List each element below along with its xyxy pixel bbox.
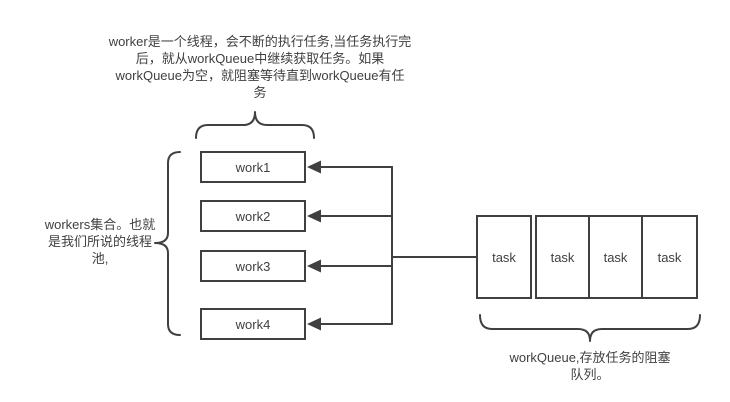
task-label: task [603, 249, 628, 265]
note-line: worker是一个线程，会不断的执行任务,当任务执行完 [108, 34, 412, 49]
note-line: workers集合。也就 [44, 217, 156, 232]
worker-label: work2 [235, 208, 271, 224]
arrowhead-work3-icon [307, 259, 321, 273]
worker-box-4: work4 [200, 308, 306, 340]
workqueue-note: workQueue,存放任务的阻塞 队列。 [470, 349, 710, 383]
note-line: workQueue,存放任务的阻塞 [509, 350, 671, 365]
arrowhead-work1-icon [307, 160, 321, 174]
task-box-2: task [535, 215, 590, 299]
worker-box-2: work2 [200, 200, 306, 232]
note-line: 是我们所说的线程 [47, 234, 152, 249]
note-line: 后，就从workQueue中继续获取任务。如果 [135, 51, 385, 66]
task-label: task [492, 249, 516, 265]
note-line: workQueue为空，就阻塞等待直到workQueue有任 [115, 68, 405, 83]
arrowhead-work2-icon [307, 209, 321, 223]
arrowhead-work4-icon [307, 317, 321, 331]
worker-label: work1 [235, 159, 271, 175]
note-line: 务 [253, 85, 267, 100]
worker-label: work3 [235, 258, 271, 274]
task-box-1: task [476, 215, 532, 299]
task-box-4: task [641, 215, 698, 299]
worker-box-3: work3 [200, 250, 306, 282]
task-label: task [657, 249, 682, 265]
note-line: 池, [91, 251, 109, 266]
task-box-3: task [588, 215, 643, 299]
workers-collection-note: workers集合。也就 是我们所说的线程 池, [30, 216, 170, 267]
note-line: 队列。 [570, 367, 610, 382]
underbrace-icon [479, 314, 701, 342]
overbrace-icon [195, 111, 315, 139]
task-label: task [550, 249, 575, 265]
worker-description-note: worker是一个线程，会不断的执行任务,当任务执行完 后，就从workQueu… [80, 33, 440, 101]
worker-label: work4 [235, 316, 271, 332]
worker-box-1: work1 [200, 151, 306, 183]
